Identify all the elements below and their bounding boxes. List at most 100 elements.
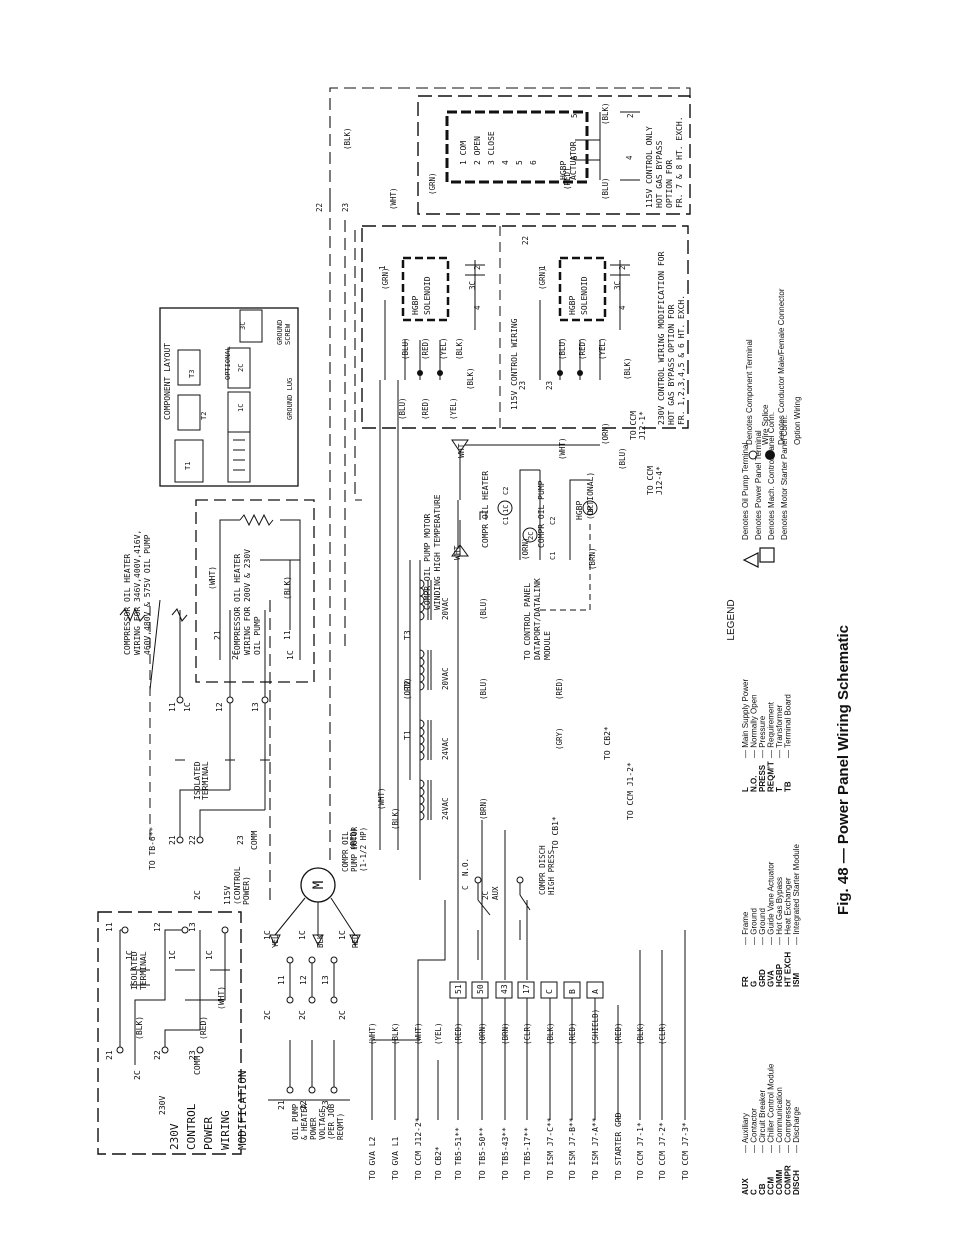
legend-abbr: GRD	[758, 969, 767, 987]
legend-text: — Main Supply Power	[741, 679, 750, 758]
legend-text: — Requirement	[767, 701, 776, 758]
hgbp-actuator-wire: (WHT)	[389, 187, 398, 210]
transformer-name: T3	[403, 630, 412, 640]
control-power-block	[149, 600, 270, 844]
terminal-number: 23	[321, 1100, 330, 1110]
legend-text: — Pressure	[758, 715, 767, 758]
hgbp-230v-wire: (YEL)	[598, 337, 607, 360]
oil-heater-note-top: WIRING FOR 346V,400V,416V,	[133, 530, 142, 655]
legend-abbr: AUX	[741, 1177, 750, 1195]
control-power-label: TERMINAL	[201, 761, 210, 800]
control-power-label: 1C	[183, 702, 192, 712]
component-layout-title: COMPONENT LAYOUT	[163, 343, 172, 420]
oil-heater-note-top: COMPRESSOR OIL HEATER	[123, 554, 132, 655]
transformer-coil	[419, 779, 425, 821]
motor-wire: YEL	[271, 934, 280, 948]
terminal-box-label: 50	[476, 984, 485, 994]
hgbp-230v-solenoid: HGBP	[568, 296, 577, 315]
to-label: TO CCM J7-2*	[658, 1122, 667, 1180]
mod230-title-line: 230V	[168, 1123, 181, 1150]
hgbp-230v-terminal: 4	[618, 305, 627, 310]
to-label: TO TB5-51**	[454, 1127, 463, 1180]
component-layout-label: SCREW	[284, 323, 292, 345]
oil-heater-label: (WHT)	[208, 566, 217, 590]
legend-text: — Frame	[741, 911, 750, 945]
hgbp-230v-terminal: 2	[618, 265, 627, 270]
hgbp-actuator-terminal: 22	[315, 203, 324, 212]
hgbp-actuator-pin: 5	[515, 160, 524, 165]
hgbp-solenoid-label: SOLENOID	[423, 276, 432, 315]
mod230-label: 2C	[133, 1070, 142, 1080]
oil-heater-pump-label: WINDING HIGH TEMPERATURE	[433, 494, 442, 610]
legend-text: — Hot Gas Bypass	[775, 877, 784, 945]
mod230-label: 12	[153, 922, 162, 932]
figure-caption: Fig. 48 — Power Panel Wiring Schematic	[835, 625, 852, 915]
oil-pump-note-line: (PER JOB	[327, 1103, 336, 1140]
transformer-to-label: TO CB1*	[551, 816, 560, 850]
control-power-label: 21	[168, 835, 177, 845]
to-label: TO GVA L2	[368, 1136, 377, 1180]
left-terminal-circles	[286, 956, 338, 1094]
legend-abbr: G	[750, 981, 759, 987]
hgbp-115v-wire: (BLU)	[398, 397, 407, 420]
transformer-core	[427, 720, 432, 760]
mod230-label: 1C	[125, 950, 134, 960]
oil-heater-pump-wire: (WHT)	[558, 437, 567, 460]
coil-label: 3C	[587, 505, 595, 513]
transformer-wire-color: (BLK)	[391, 807, 400, 830]
hgbp-115v-wire: (BLK)	[455, 337, 464, 360]
oil-heater-note-inset: COMPRESSOR OIL HEATER	[233, 554, 242, 655]
terminal-number: 1C	[263, 930, 272, 940]
wire-color: (CLR)	[658, 1022, 667, 1045]
hgbp-actuator-terminal: 6	[570, 155, 579, 160]
mod230-label: 1C	[168, 950, 177, 960]
legend-text: Denotes Component Terminal	[745, 339, 754, 445]
legend-abbr: GVA	[767, 970, 776, 987]
wire-color: (BLK)	[391, 1022, 400, 1045]
oil-heater-pump-label: WHT	[457, 443, 466, 458]
aux-label: C	[461, 885, 470, 890]
transformer-core	[427, 580, 432, 620]
terminal-number: 22	[299, 1100, 308, 1110]
oil-heater-pump-label: (OPTIONAL)	[586, 472, 595, 520]
oil-heater-pump-label: COMPR OIL PUMP MOTOR	[423, 513, 432, 610]
coil-pin: C1	[502, 517, 510, 525]
mod230-label: 11	[105, 922, 114, 932]
aux-label: N.O.	[461, 858, 470, 876]
oil-heater-label: 2C	[231, 650, 240, 660]
oil-heater-label: 21	[213, 630, 222, 640]
hgbp-actuator-pin: 6	[529, 160, 538, 165]
oil-heater-pump-label: TO CCM	[646, 466, 655, 495]
hgbp-115v-terminal: 2	[473, 265, 482, 270]
transformer-to-label: DATAPORT/DATALINK	[533, 578, 542, 660]
oil-heater-pump-wire: (BLU)	[618, 447, 627, 470]
mod230-label: TERMINAL	[139, 951, 148, 990]
hgbp-actuator-box	[417, 95, 691, 215]
oil-pump-note-line: REQMT)	[336, 1113, 345, 1140]
hgbp-115v-wire: (YEL)	[449, 397, 458, 420]
legend-text: — Ground	[758, 908, 767, 945]
transformer-rating: 24VAC	[441, 797, 450, 820]
terminal-number: 2C	[263, 1010, 272, 1020]
legend-abbr: DISCH	[792, 1170, 801, 1195]
transformer-wire-color: (BRN)	[479, 797, 488, 820]
hgbp-115v-wire: (BLK)	[466, 367, 475, 390]
transformer-to-label: TO CB2*	[603, 726, 612, 760]
oil-pump-note-line: POWER	[309, 1117, 318, 1140]
motor-label: PUMP MOTOR	[350, 826, 359, 872]
component-layout-panel	[159, 307, 299, 487]
hgbp-actuator-terminal: 23	[341, 203, 350, 212]
to-label: TO ISM J7-A**	[591, 1117, 600, 1180]
control-power-label: 23	[236, 835, 245, 845]
terminal-box	[563, 981, 581, 999]
to-label: TO CCM J7-3*	[681, 1122, 690, 1180]
motor-label: COMPR OIL	[341, 831, 350, 872]
transformer-wire-color: (BLU)	[479, 677, 488, 700]
coil-label: 2C	[527, 532, 535, 540]
